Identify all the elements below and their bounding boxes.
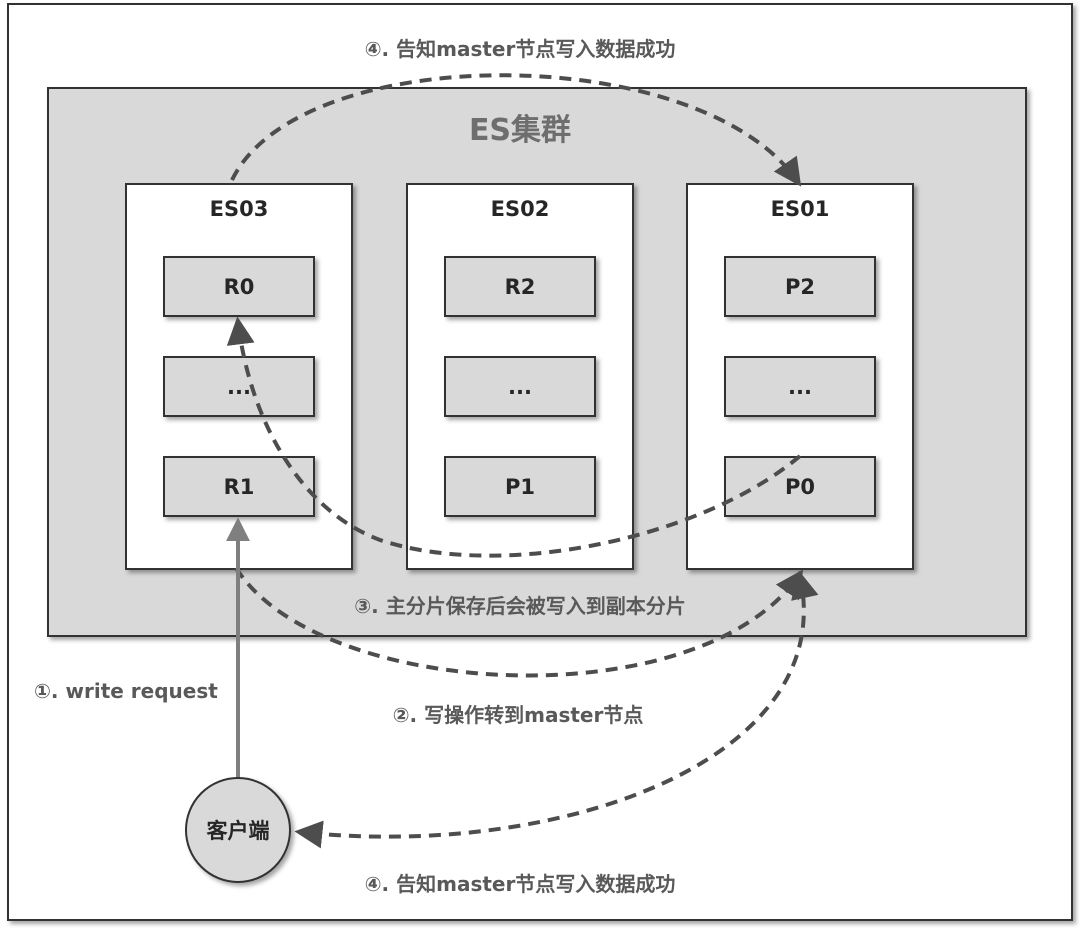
shard-box [163,356,315,417]
notify-master-arrow [230,73,802,187]
notify-client-arrow [294,570,819,849]
shard-label: ... [788,375,812,399]
step-write-request: ①. write request [34,679,218,703]
step-notify-client-bottom: ④. 告知master节点写入数据成功 [365,872,676,896]
node-title: ES03 [210,197,269,221]
node-es03: ES03 R0 ... R1 [125,183,353,570]
node-es01: ES01 P2 ... P0 [686,183,914,570]
replicate-to-r0-arrow [226,316,802,558]
shard-box [444,456,596,517]
shard-label: ... [508,375,532,399]
shard-label: R2 [505,275,536,299]
node-es02: ES02 R2 ... P1 [406,183,634,570]
shard-label: ... [227,375,251,399]
shard-box [724,356,876,417]
shard-label: R0 [224,275,255,299]
client-circle [185,777,291,883]
client-label: 客户端 [207,819,270,843]
shard-label: P1 [505,475,535,499]
step-forward-to-master: ②. 写操作转到master节点 [393,703,644,727]
shard-label: P0 [785,475,815,499]
node-title: ES01 [771,197,830,221]
cluster-title: ES集群 [469,113,571,148]
shard-box [444,256,596,317]
client-node: 客户端 [185,777,291,883]
step-replicate: ③. 主分片保存后会被写入到副本分片 [354,594,686,618]
shard-box [724,256,876,317]
node-title: ES02 [491,197,550,221]
step-notify-master-top: ④. 告知master节点写入数据成功 [365,37,676,61]
shard-box [444,356,596,417]
shard-label: P2 [785,275,815,299]
shard-box [163,256,315,317]
shard-label: R1 [224,475,255,499]
